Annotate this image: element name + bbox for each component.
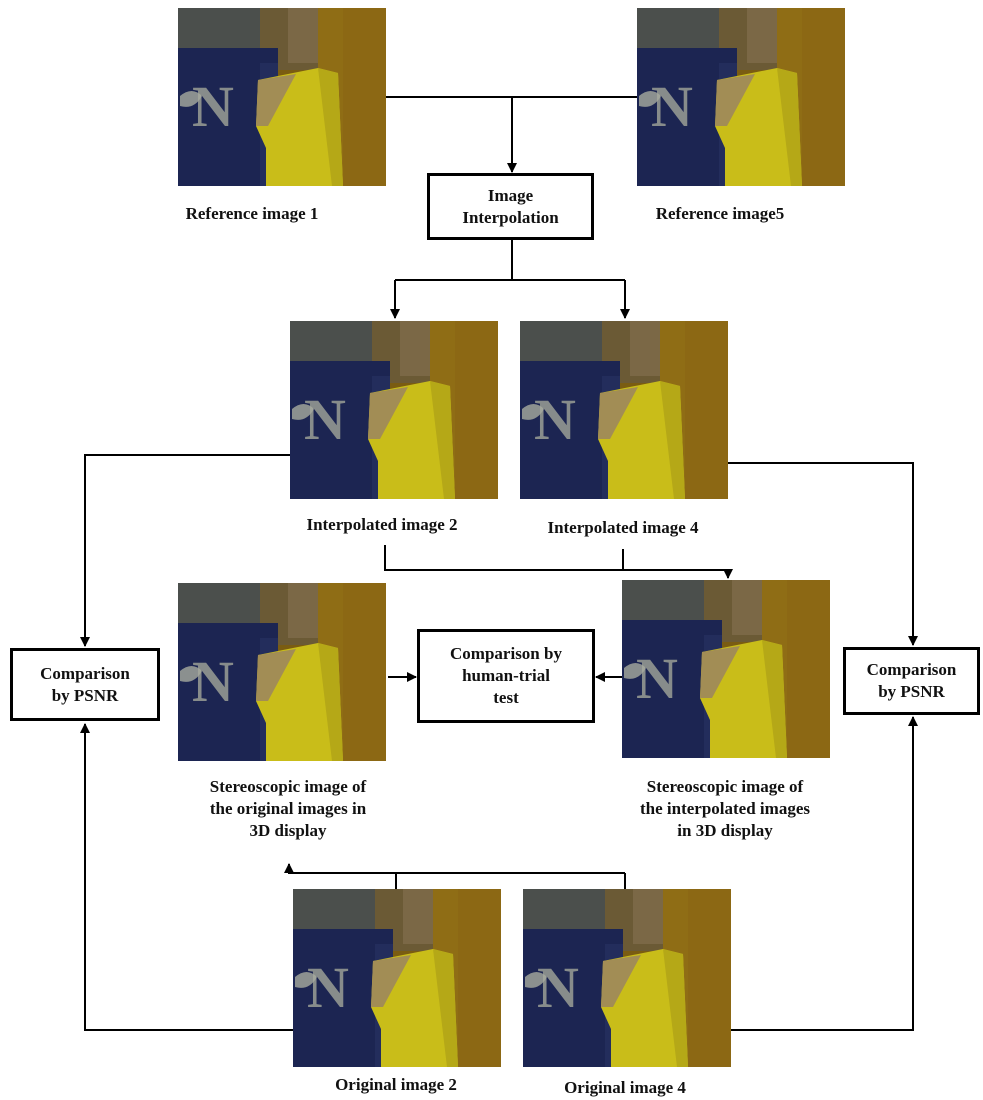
arrow-originals-to-stereo-original	[284, 863, 625, 874]
interpolated-image-2-caption: Interpolated image 2	[306, 515, 458, 534]
interpolated-image-4-caption: Interpolated image 4	[547, 518, 699, 537]
interpolated-image-2: N	[290, 321, 498, 499]
stereoscopic-original-image: N	[178, 583, 386, 761]
stereoscopic-interpolated-image: N	[622, 580, 830, 758]
svg-text:N: N	[651, 74, 693, 139]
svg-text:N: N	[307, 955, 349, 1020]
interpolated-image-4: N	[520, 321, 728, 499]
reference-image-5-caption: Reference image5	[655, 204, 785, 223]
svg-text:N: N	[304, 387, 346, 452]
svg-text:N: N	[192, 74, 234, 139]
reference-image-1: N	[178, 8, 386, 186]
wire-interpolated-2-to-stereo	[384, 545, 728, 571]
comparison-psnr-right-box: Comparison by PSNR	[843, 647, 980, 715]
image-interpolation-box: Image Interpolation	[427, 173, 594, 240]
svg-text:N: N	[534, 387, 576, 452]
original-image-4: N	[523, 889, 731, 1067]
reference-image-1-caption: Reference image 1	[185, 204, 319, 223]
svg-text:N: N	[192, 649, 234, 714]
original-image-2-caption: Original image 2	[335, 1075, 457, 1094]
comparison-psnr-left-box: Comparison by PSNR	[10, 648, 160, 721]
original-image-2: N	[293, 889, 501, 1067]
svg-text:N: N	[537, 955, 579, 1020]
arrow-interpolated-2-to-psnr-left	[80, 454, 290, 647]
svg-text:N: N	[636, 646, 678, 711]
arrow-original-4-to-psnr-right	[728, 716, 918, 1031]
comparison-human-trial-box: Comparison by human-trial test	[417, 629, 595, 723]
original-image-4-caption: Original image 4	[564, 1078, 686, 1097]
arrow-interpolated-4-to-psnr-right	[728, 462, 918, 646]
stereoscopic-interpolated-caption: Stereoscopic image of the interpolated i…	[640, 777, 810, 840]
stereoscopic-original-caption: Stereoscopic image of the original image…	[209, 777, 367, 840]
reference-image-5: N	[637, 8, 845, 186]
arrow-original-2-to-psnr-left	[80, 723, 293, 1031]
